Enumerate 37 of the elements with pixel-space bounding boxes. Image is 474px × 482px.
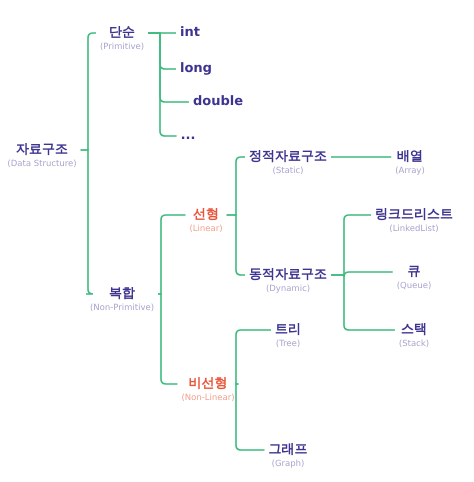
term-label: 비선형	[188, 376, 228, 392]
english-term: (Non-Linear)	[181, 392, 235, 404]
tree-connector	[331, 156, 392, 158]
tree-connector	[148, 32, 177, 137]
term-label: 배열	[396, 149, 424, 165]
term-label: double	[192, 94, 244, 110]
term-label: 단순	[108, 25, 136, 41]
term-label: 링크드리스트	[375, 207, 453, 223]
english-term: (Array)	[395, 165, 425, 177]
tree-connector	[235, 329, 271, 385]
english-term: (Primitive)	[100, 41, 144, 53]
english-term: (Static)	[272, 165, 304, 177]
english-term: (Tree)	[275, 338, 301, 350]
term-label: 자료구조	[15, 142, 69, 158]
term-label: int	[180, 25, 200, 41]
english-term: (Dynamic)	[264, 283, 312, 295]
term-label: 복합	[108, 286, 136, 302]
tree-connector	[235, 383, 264, 451]
term-label: long	[180, 61, 212, 77]
english-term: (LinkedList)	[388, 223, 440, 235]
term-label: ...	[180, 128, 196, 144]
term-label: 선형	[192, 207, 220, 223]
term-label: 큐	[406, 264, 422, 280]
term-label: 그래프	[268, 442, 308, 458]
english-term: (Stack)	[398, 338, 430, 350]
term-label: 스택	[400, 322, 428, 338]
tree-connector	[331, 274, 395, 331]
english-term: (Linear)	[189, 223, 223, 235]
term-label: 트리	[275, 322, 301, 338]
tree-connector	[158, 214, 186, 295]
english-term: (Graph)	[270, 458, 306, 470]
tree-connector	[158, 293, 178, 385]
term-label: 정적자료구조	[249, 149, 327, 165]
english-term: (Data Structure)	[7, 158, 77, 170]
english-term: (Queue)	[396, 280, 432, 292]
term-label: 동적자료구조	[249, 267, 327, 283]
english-term: (Non-Primitive)	[90, 302, 154, 314]
